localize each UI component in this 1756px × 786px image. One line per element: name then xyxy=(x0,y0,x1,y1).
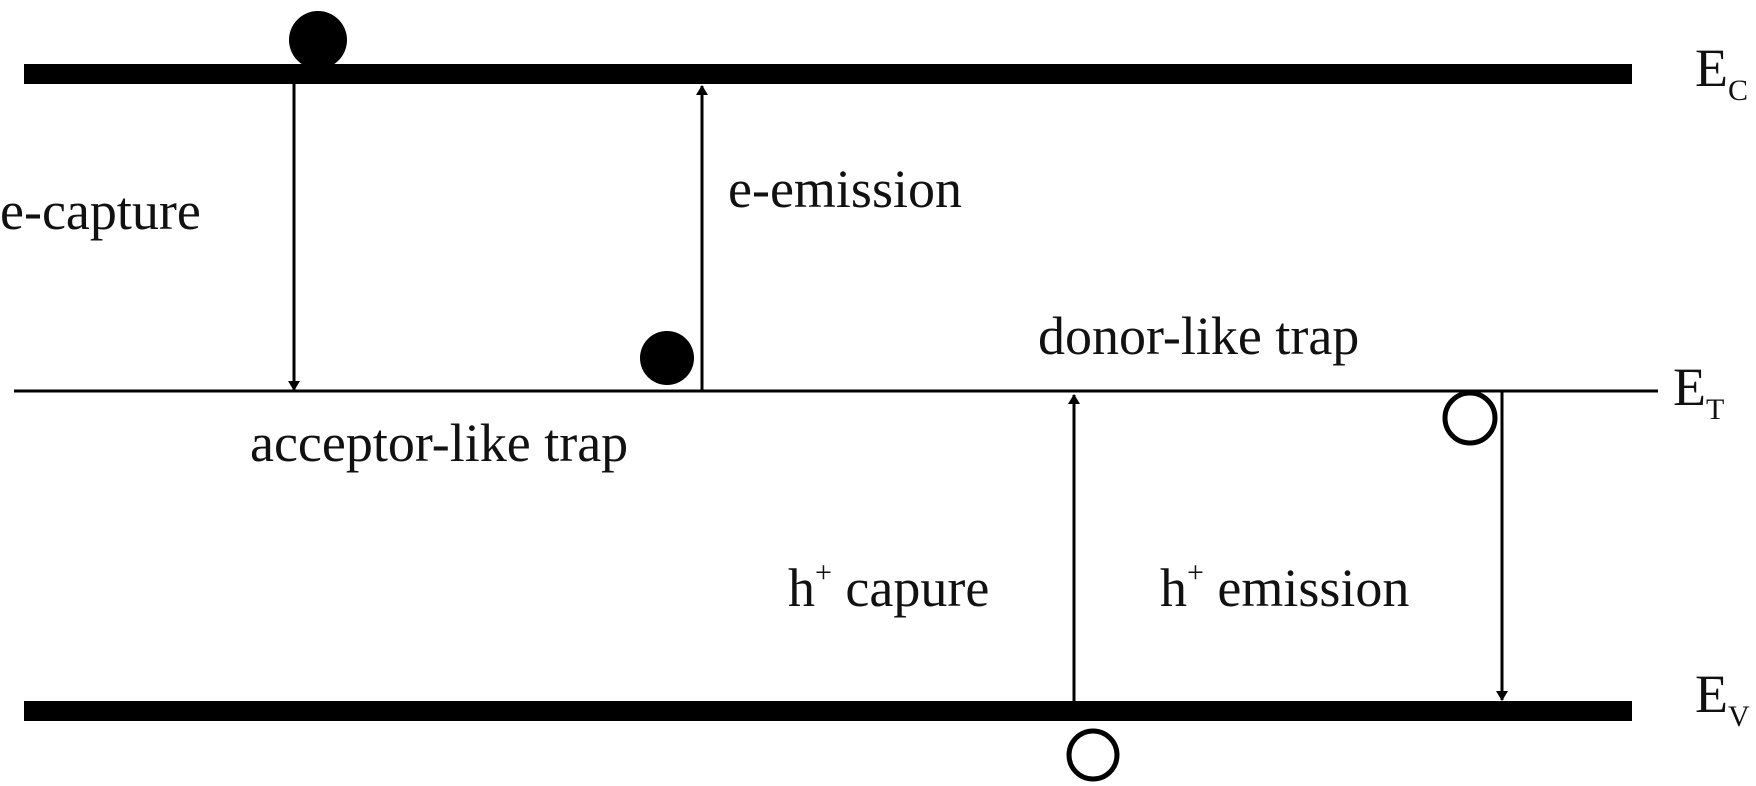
e-capture-label: e-capture xyxy=(0,181,201,241)
et-symbol: E xyxy=(1673,357,1706,417)
ec-symbol: E xyxy=(1695,38,1728,98)
ev-label: EV xyxy=(1695,664,1750,733)
h-capture-label: h+ capure xyxy=(788,556,989,618)
h-emission-sup: + xyxy=(1187,556,1204,589)
acceptor-trap-label: acceptor-like trap xyxy=(250,413,628,473)
electron-icon xyxy=(289,11,347,69)
ec-label: EC xyxy=(1695,38,1748,107)
h-capture-sup: + xyxy=(815,556,832,589)
h-capture-text: capure xyxy=(832,558,989,618)
h-emission-text: emission xyxy=(1204,558,1410,618)
h-emission-prefix: h xyxy=(1160,558,1187,618)
et-label: ET xyxy=(1673,357,1724,426)
ev-symbol: E xyxy=(1695,664,1728,724)
donor-trap-label: donor-like trap xyxy=(1038,306,1359,366)
hole-icon xyxy=(1442,390,1498,446)
ec-subscript: C xyxy=(1728,74,1748,107)
e-emission-label: e-emission xyxy=(728,159,962,219)
et-subscript: T xyxy=(1706,393,1724,426)
electron-icon xyxy=(640,331,694,385)
hole-icon xyxy=(1066,728,1120,782)
h-emission-label: h+ emission xyxy=(1160,556,1409,618)
ev-subscript: V xyxy=(1728,700,1750,733)
h-capture-prefix: h xyxy=(788,558,815,618)
